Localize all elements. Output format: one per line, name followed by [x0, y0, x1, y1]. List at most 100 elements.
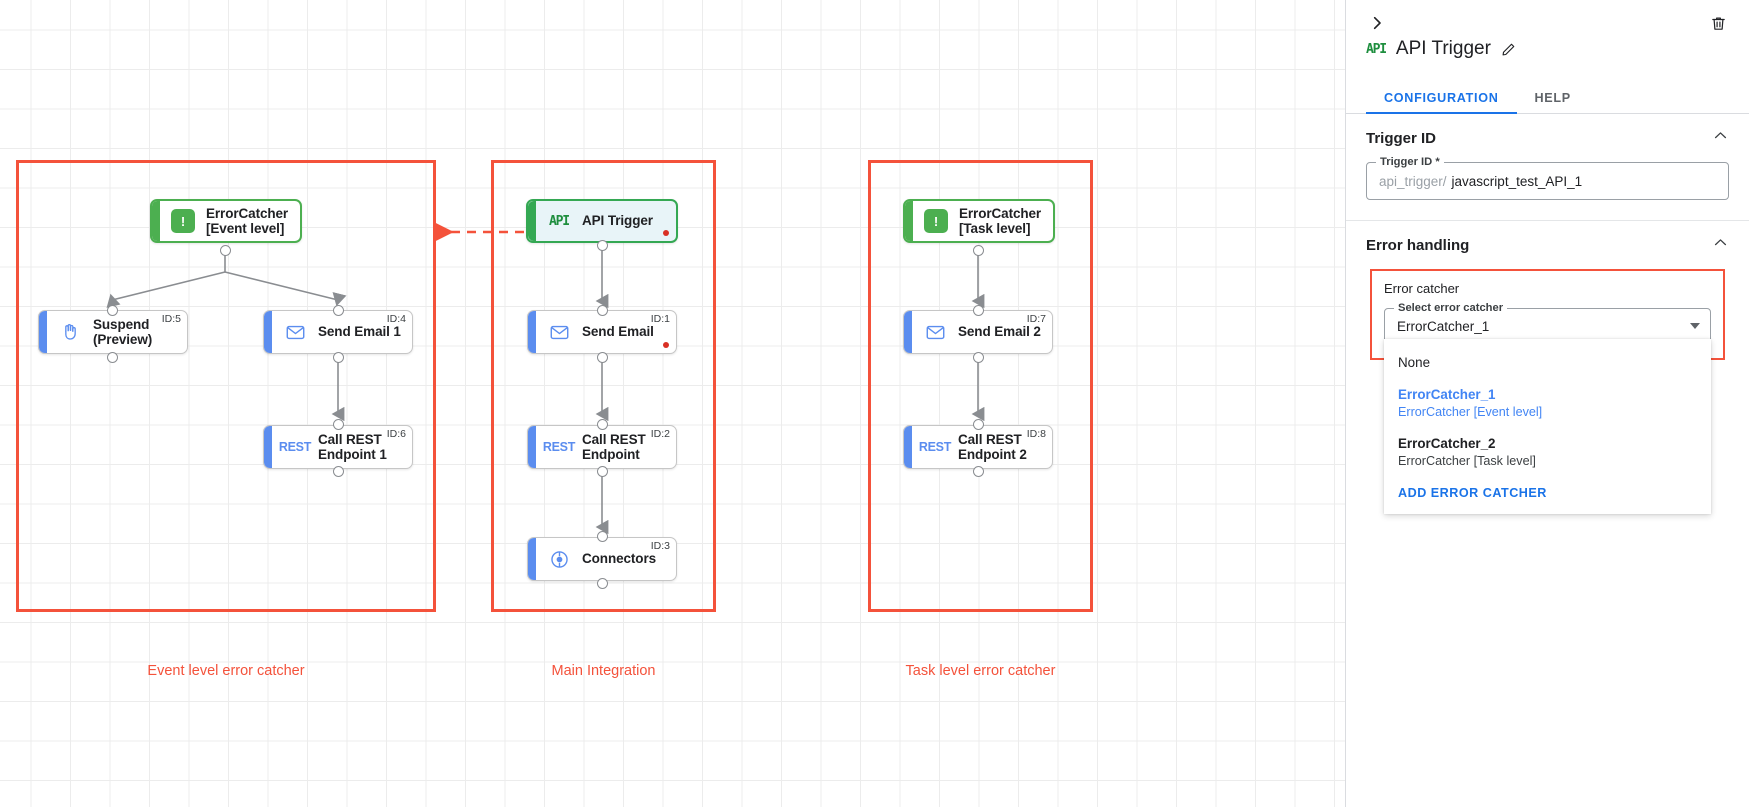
trigger-id-field-label: Trigger ID * [1376, 156, 1444, 168]
tab-help[interactable]: HELP [1534, 90, 1571, 105]
error-catcher-select[interactable]: Select error catcher ErrorCatcher_1 [1384, 302, 1711, 344]
node-title: ErrorCatcher [Event level] [206, 205, 289, 236]
trigger-id-input[interactable]: javascript_test_API_1 [1451, 173, 1583, 189]
node-id-label: ID:3 [650, 540, 670, 552]
node-send-email-1[interactable]: Send Email 1 ID:4 [263, 310, 413, 354]
rest-icon: REST [278, 440, 312, 454]
node-port-out[interactable] [597, 578, 608, 589]
node-title: ErrorCatcher [Task level] [959, 205, 1042, 236]
chevron-up-icon[interactable] [1712, 234, 1729, 256]
node-accent [264, 311, 272, 353]
node-accent [39, 311, 47, 353]
panel-header: API API Trigger [1346, 0, 1749, 82]
node-id-label: ID:7 [1026, 313, 1046, 325]
chevron-down-icon[interactable] [1690, 323, 1700, 329]
node-accent [528, 426, 536, 468]
api-icon: API [1366, 41, 1387, 57]
trigger-id-section-header[interactable]: Trigger ID [1366, 114, 1729, 162]
node-port-out[interactable] [597, 240, 608, 251]
node-title: Send Email [582, 324, 654, 340]
menu-item-primary: ErrorCatcher_2 [1398, 436, 1496, 452]
node-id-label: ID:5 [161, 313, 181, 325]
trigger-id-section: Trigger ID Trigger ID * api_trigger/ jav… [1346, 114, 1749, 221]
node-title: Call REST Endpoint 2 [958, 431, 1027, 462]
tab-configuration[interactable]: CONFIGURATION [1366, 82, 1517, 114]
edit-pencil-icon[interactable] [1501, 42, 1516, 57]
group-box-main-integration[interactable] [491, 160, 716, 612]
rest-icon: REST [542, 440, 576, 454]
node-port-out[interactable] [220, 245, 231, 256]
add-error-catcher-button[interactable]: ADD ERROR CATCHER [1398, 486, 1547, 501]
node-port-out[interactable] [973, 352, 984, 363]
node-port-out[interactable] [597, 352, 608, 363]
error-catcher-select-label: Select error catcher [1394, 302, 1508, 314]
chevron-up-icon[interactable] [1712, 127, 1729, 149]
collapse-panel-icon[interactable] [1364, 10, 1390, 36]
panel-title-row: API API Trigger [1366, 38, 1516, 60]
node-port-out[interactable] [333, 352, 344, 363]
workflow-canvas[interactable]: Event level error catcher Main Integrati… [0, 0, 1345, 807]
node-title: Suspend (Preview) [93, 316, 153, 347]
group-label-main-integration: Main Integration [551, 663, 656, 679]
node-title: Connectors [582, 551, 657, 567]
node-send-email-2[interactable]: Send Email 2 ID:7 [903, 310, 1053, 354]
node-error-catcher-task-level[interactable]: ! ErrorCatcher [Task level] [903, 199, 1055, 243]
node-port-in[interactable] [597, 419, 608, 430]
node-send-email[interactable]: Send Email ID:1 [527, 310, 677, 354]
error-catcher-label: Error catcher [1384, 281, 1460, 296]
node-call-rest-endpoint[interactable]: REST Call REST Endpoint ID:2 [527, 425, 677, 469]
page-title: API Trigger [1395, 38, 1491, 59]
node-connectors[interactable]: Connectors ID:3 [527, 537, 677, 581]
node-port-out[interactable] [973, 466, 984, 477]
menu-item-none[interactable]: None [1384, 347, 1711, 379]
menu-item-errorcatcher-1[interactable]: ErrorCatcher_1 ErrorCatcher [Event level… [1384, 379, 1711, 428]
node-accent [528, 538, 536, 580]
section-title: Trigger ID [1366, 129, 1437, 147]
trigger-id-field[interactable]: Trigger ID * api_trigger/ javascript_tes… [1366, 156, 1729, 200]
node-port-out[interactable] [597, 466, 608, 477]
node-accent [264, 426, 272, 468]
node-api-trigger[interactable]: API API Trigger [526, 199, 678, 243]
error-catcher-dropdown-menu: None ErrorCatcher_1 ErrorCatcher [Event … [1384, 339, 1711, 515]
node-suspend-preview[interactable]: Suspend (Preview) ID:5 [38, 310, 188, 354]
group-label-event-level: Event level error catcher [147, 663, 305, 679]
panel-tabs: CONFIGURATION HELP [1346, 82, 1749, 114]
node-call-rest-endpoint-2[interactable]: REST Call REST Endpoint 2 ID:8 [903, 425, 1053, 469]
node-accent [904, 311, 912, 353]
node-title: Call REST Endpoint [582, 431, 646, 462]
details-panel: API API Trigger CONFIGURATION HELP Trigg… [1345, 0, 1749, 807]
menu-item-primary: None [1398, 355, 1431, 370]
node-port-in[interactable] [107, 305, 118, 316]
node-port-in[interactable] [597, 531, 608, 542]
group-box-task-level[interactable] [868, 160, 1093, 612]
node-port-in[interactable] [333, 305, 344, 316]
group-label-task-level: Task level error catcher [905, 663, 1056, 679]
error-handling-section-header[interactable]: Error handling [1366, 221, 1729, 269]
node-port-in[interactable] [597, 305, 608, 316]
node-title: API Trigger [582, 213, 653, 229]
node-error-catcher-event-level[interactable]: ! ErrorCatcher [Event level] [150, 199, 302, 243]
rest-icon: REST [918, 440, 952, 454]
node-accent [905, 201, 913, 241]
node-port-in[interactable] [973, 305, 984, 316]
node-title: Call REST Endpoint 1 [318, 431, 387, 462]
node-call-rest-endpoint-1[interactable]: REST Call REST Endpoint 1 ID:6 [263, 425, 413, 469]
trigger-id-prefix: api_trigger/ [1379, 173, 1447, 189]
node-accent [528, 201, 536, 241]
node-port-in[interactable] [973, 419, 984, 430]
email-icon [278, 322, 312, 343]
error-catcher-selected-value: ErrorCatcher_1 [1397, 318, 1490, 334]
menu-item-errorcatcher-2[interactable]: ErrorCatcher_2 ErrorCatcher [Task level] [1384, 428, 1711, 477]
email-icon [918, 322, 952, 343]
node-port-in[interactable] [333, 419, 344, 430]
delete-icon[interactable] [1705, 10, 1731, 36]
menu-item-primary: ErrorCatcher_1 [1398, 387, 1496, 403]
node-title: Send Email 2 [958, 324, 1041, 340]
api-icon: API [549, 213, 570, 229]
node-port-out[interactable] [973, 245, 984, 256]
node-id-label: ID:4 [386, 313, 406, 325]
node-port-out[interactable] [333, 466, 344, 477]
node-port-out[interactable] [107, 352, 118, 363]
group-box-event-level[interactable] [16, 160, 436, 612]
menu-item-secondary: ErrorCatcher [Task level] [1398, 454, 1536, 469]
